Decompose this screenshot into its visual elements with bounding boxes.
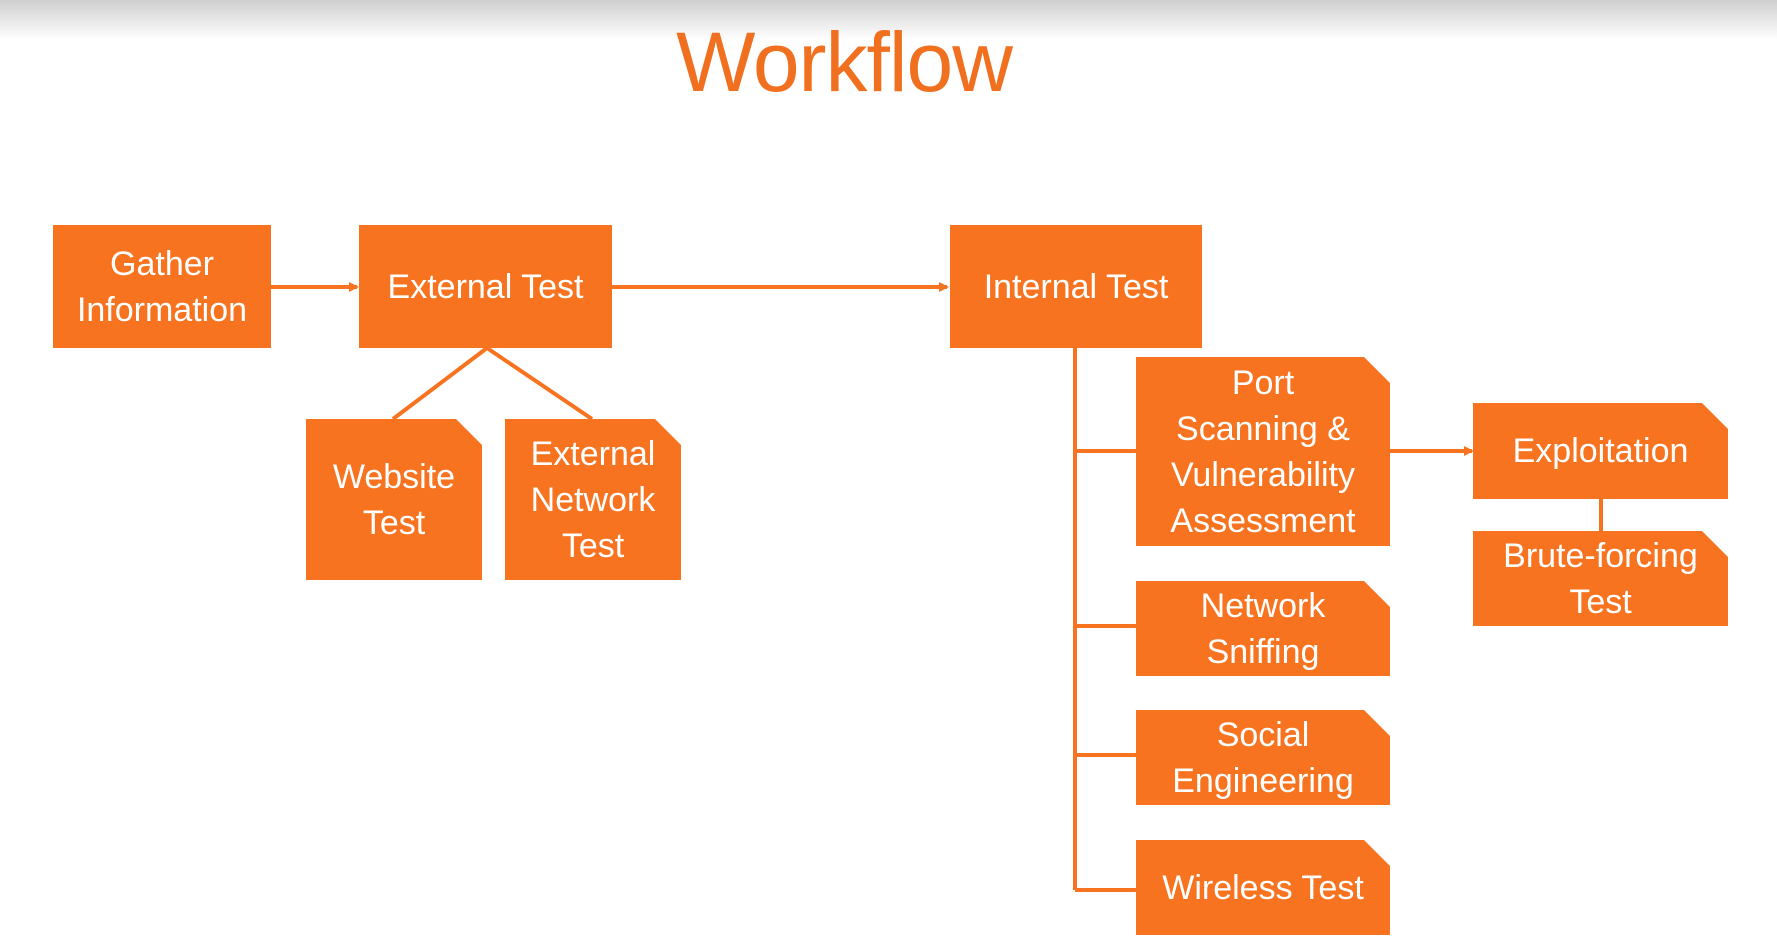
top-shade — [0, 0, 1777, 40]
node-label: Wireless Test — [1162, 868, 1364, 907]
node-label: Network Sniffing — [1200, 586, 1326, 671]
node-port-scanning-vulnerability-assessment: Port Scanning & Vulnerability Assessment — [1136, 357, 1390, 546]
node-label: Website Test — [332, 457, 456, 542]
node-gather-information: Gather Information — [53, 225, 271, 348]
node-label: Social Engineering — [1172, 715, 1354, 800]
line-external-to-website — [391, 346, 489, 421]
node-label: External Test — [387, 267, 584, 306]
node-exploitation: Exploitation — [1473, 403, 1728, 499]
node-brute-forcing-test: Brute-forcing Test — [1473, 531, 1728, 626]
node-label: Port Scanning & Vulnerability Assessment — [1170, 363, 1356, 540]
node-label: Gather Information — [76, 244, 248, 329]
node-website-test: Website Test — [306, 419, 482, 580]
line-external-to-network — [485, 346, 594, 421]
node-external-network-test: External Network Test — [505, 419, 681, 580]
node-internal-test: Internal Test — [950, 225, 1202, 348]
node-external-test: External Test — [359, 225, 612, 348]
node-label: External Network Test — [530, 434, 656, 565]
node-social-engineering: Social Engineering — [1136, 710, 1390, 805]
node-wireless-test: Wireless Test — [1136, 840, 1390, 935]
node-label: Brute-forcing Test — [1503, 536, 1698, 621]
node-network-sniffing: Network Sniffing — [1136, 581, 1390, 676]
node-label: Exploitation — [1512, 432, 1689, 470]
node-label: Internal Test — [983, 267, 1169, 306]
page-title: Workflow — [676, 15, 1013, 109]
